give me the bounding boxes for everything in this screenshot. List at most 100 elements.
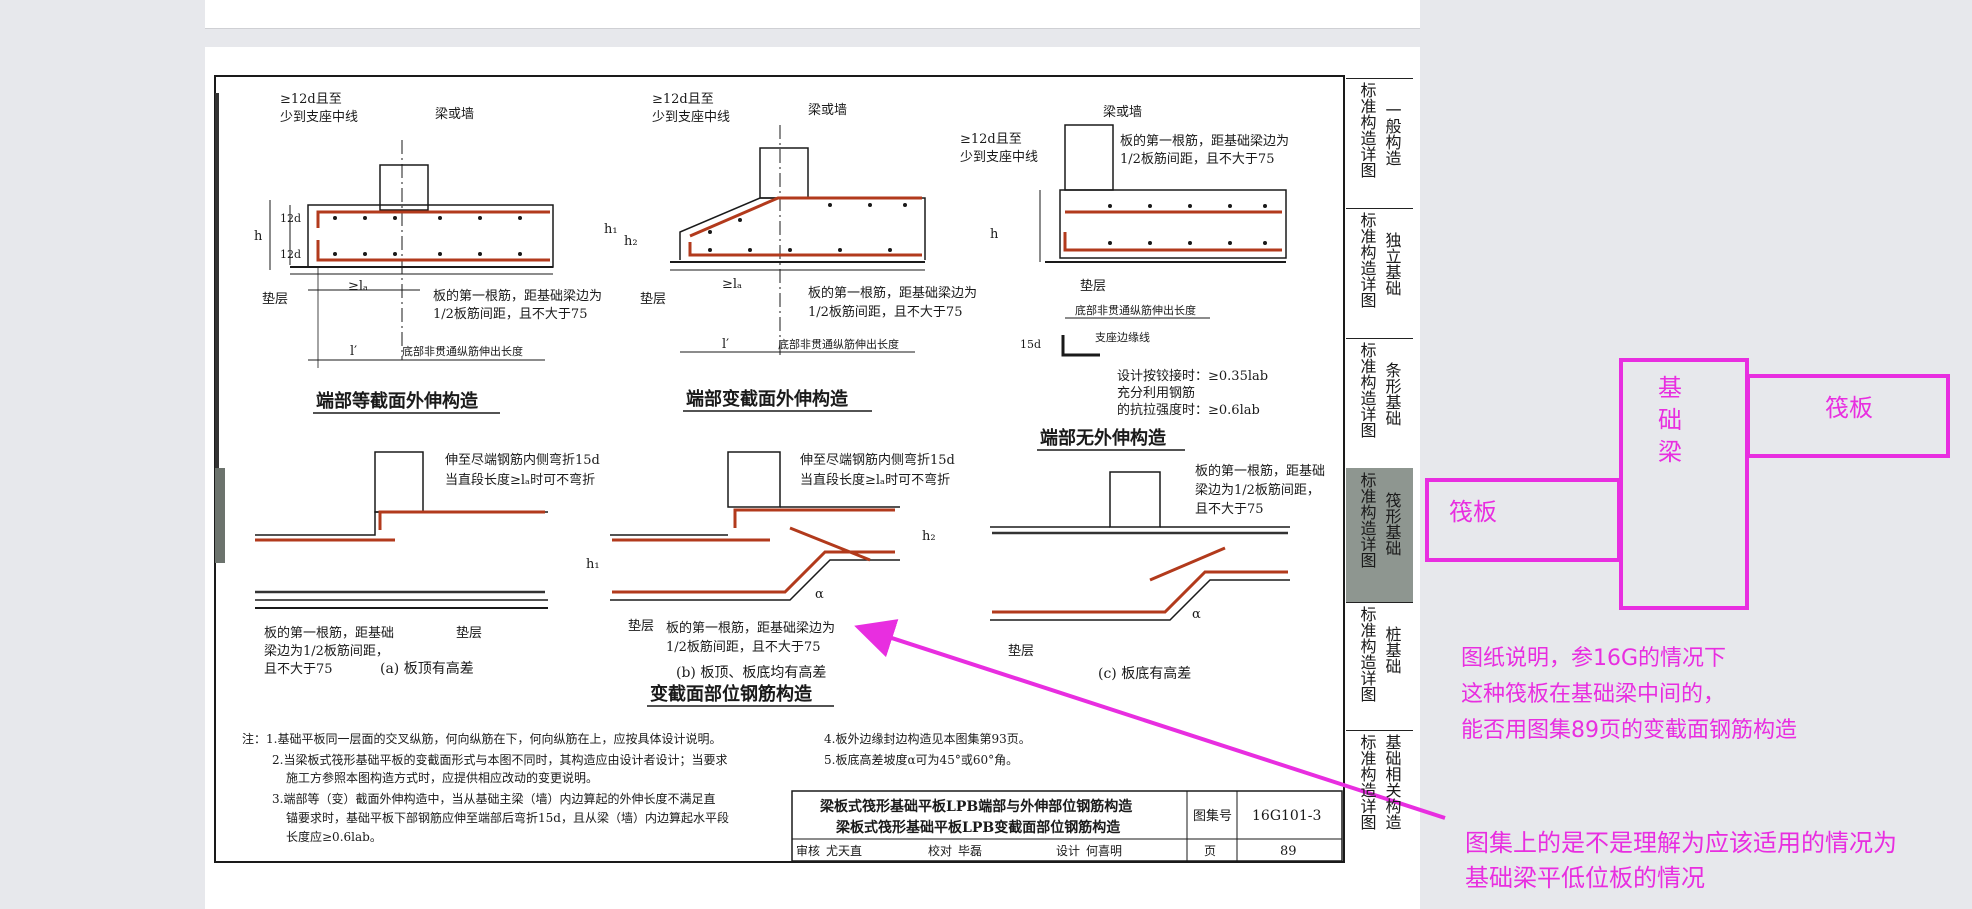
note-4: 4.板外边缘封边构造见本图集第93页。 <box>824 731 1031 746</box>
label-cushion: 垫层 <box>262 291 288 307</box>
tab-general-col2: 一般构造 <box>1382 102 1402 166</box>
detail-equal-section: h 12d 12d ≥12d且至 少到支座中线 梁或墙 垫层 ≥lₐ 板的第一根… <box>254 92 602 414</box>
design-name: 何喜明 <box>1086 844 1122 858</box>
tab-raft-foundation[interactable]: 标准构造详图 筏形基础 <box>1346 468 1413 602</box>
label-beam-or-wall-c: 梁或墙 <box>1103 105 1142 120</box>
previous-page-edge <box>205 0 1420 29</box>
label-alpha-b: α <box>815 587 824 602</box>
label-support-edge: 支座边缘线 <box>1095 330 1150 344</box>
note-5: 5.板底高差坡度α可为45°或60°角。 <box>824 752 1018 767</box>
label-lprime-v: l′ <box>722 337 729 352</box>
label-first-bar-c2: 1/2板筋间距，且不大于75 <box>1120 151 1274 167</box>
detail-no-extension: h 梁或墙 ≥12d且至 少到支座中线 板的第一根筋，距基础梁边为 1/2板筋间… <box>960 105 1289 451</box>
tab-pile-foundation[interactable]: 标准构造详图 桩基础 <box>1346 606 1413 728</box>
tab-raft-col2: 筏形基础 <box>1382 492 1402 556</box>
tab-independent-col1: 标准构造详图 <box>1357 212 1377 308</box>
question2-line-2: 基础梁平低位板的情况 <box>1465 864 1705 892</box>
tab-related-structure[interactable]: 标准构造详图 基础相关构造 <box>1346 734 1413 850</box>
title-equal-section: 端部等截面外伸构造 <box>316 390 478 412</box>
label-cushion-v: 垫层 <box>640 291 666 307</box>
title-variable-rebar: 变截面部位钢筋构造 <box>650 683 812 705</box>
question2-line-1: 图集上的是不是理解为应该适用的情况为 <box>1465 829 1897 857</box>
review-name: 尤天直 <box>826 844 862 858</box>
label-design-hinge: 设计按铰接时：≥0.35lab <box>1117 368 1268 384</box>
label-full-use-1: 充分利用钢筋 <box>1117 385 1195 401</box>
label-cushion-c2: 垫层 <box>1008 643 1034 659</box>
label-first-bar-c: 板的第一根筋，距基础梁边为 <box>1120 133 1289 149</box>
note-3b: 锚要求时，基础平板下部钢筋应伸至端部后弯折15d，且从梁（墙）内边算起水平段 <box>286 810 729 825</box>
question-line-3: 能否用图集89页的变截面钢筋构造 <box>1461 718 1797 743</box>
label-alpha-c: α <box>1192 607 1201 622</box>
tab-strip-col2: 条形基础 <box>1382 362 1402 426</box>
label-bottom-extend: 底部非贯通纵筋伸出长度 <box>402 344 523 358</box>
tab-general-col1: 标准构造详图 <box>1357 82 1377 178</box>
label-h2-b: h₂ <box>922 529 936 544</box>
annotation-arrow <box>854 619 1446 820</box>
raft-left-box <box>1425 478 1621 562</box>
label-h-c: h <box>990 227 999 242</box>
label-first-bar-b1: 板的第一根筋，距基础梁边为 <box>666 620 835 636</box>
label-cushion-a: 垫层 <box>456 625 482 641</box>
raft-left-label: 筏板 <box>1449 498 1497 526</box>
page-label: 页 <box>1204 844 1216 858</box>
label-bend-a1: 伸至尽端钢筋内侧弯折15d <box>445 452 600 468</box>
label-bend-b1: 伸至尽端钢筋内侧弯折15d <box>800 452 955 468</box>
label-first-bar-a1: 板的第一根筋，距基础 <box>264 625 394 641</box>
title-block-line2: 梁板式筏形基础平板LPB变截面部位钢筋构造 <box>835 819 1120 836</box>
review-label: 审核 <box>796 843 820 858</box>
label-ge12d-c2: 少到支座中线 <box>960 150 1038 165</box>
label-bottom-extend-c: 底部非贯通纵筋伸出长度 <box>1075 303 1196 317</box>
question-line-1: 图纸说明，参16G的情况下 <box>1461 646 1727 671</box>
label-15d: 15d <box>1020 338 1041 351</box>
label-first-bar-cc1: 板的第一根筋，距基础 <box>1195 463 1325 479</box>
page-number: 89 <box>1280 844 1297 859</box>
label-first-bar-2: 1/2板筋间距，且不大于75 <box>433 306 587 322</box>
label-la: ≥lₐ <box>348 279 368 294</box>
label-full-use-2: 的抗拉强度时：≥0.6lab <box>1117 402 1260 418</box>
chapter-sidebar: 标准构造详图 一般构造 标准构造详图 独立基础 标准构造详图 条形基础 标准构造… <box>1346 78 1413 852</box>
label-beam-or-wall-v: 梁或墙 <box>808 103 847 118</box>
tab-independent-col2: 独立基础 <box>1382 232 1402 296</box>
annotation-shapes <box>854 358 1950 820</box>
raft-right-label: 筏板 <box>1825 394 1873 422</box>
label-beam-or-wall: 梁或墙 <box>435 107 474 122</box>
label-ge12d-c: ≥12d且至 <box>960 132 1022 147</box>
label-first-bar-a2: 梁边为1/2板筋间距， <box>264 643 389 659</box>
left-binding-mark <box>215 468 225 563</box>
tab-pile-col2: 桩基础 <box>1382 626 1402 674</box>
tab-strip-col1: 标准构造详图 <box>1357 342 1377 438</box>
title-variable-section: 端部变截面外伸构造 <box>686 388 848 410</box>
label-first-bar-a3: 且不大于75 <box>264 662 333 677</box>
tab-independent-foundation[interactable]: 标准构造详图 独立基础 <box>1346 212 1413 334</box>
label-cushion-b: 垫层 <box>628 618 654 634</box>
tab-general[interactable]: 标准构造详图 一般构造 <box>1346 82 1413 204</box>
atlas-label: 图集号 <box>1193 808 1232 824</box>
notes-block: 注：1.基础平板同一层面的交叉纵筋，何向纵筋在下，何向纵筋在上，应按具体设计说明… <box>242 731 1031 844</box>
label-12d-b: 12d <box>280 248 301 261</box>
label-12d: 12d <box>280 212 301 225</box>
note-1: 注：1.基础平板同一层面的交叉纵筋，何向纵筋在下，何向纵筋在上，应按具体设计说明… <box>242 731 721 746</box>
label-bottom-extend-v: 底部非贯通纵筋伸出长度 <box>778 337 899 351</box>
caption-case-a: (a) 板顶有高差 <box>380 660 474 677</box>
detail-case-a: 板的第一根筋，距基础 梁边为1/2板筋间距， 且不大于75 垫层 (a) 板顶有… <box>255 451 600 677</box>
label-first-bar-b2: 1/2板筋间距，且不大于75 <box>666 639 820 655</box>
question-line-2: 这种筏板在基础梁中间的， <box>1461 682 1726 707</box>
raft-right-box <box>1746 374 1950 458</box>
label-first-bar-v2: 1/2板筋间距，且不大于75 <box>808 304 962 320</box>
label-ge12d-2: 少到支座中线 <box>280 110 358 125</box>
detail-case-b: h₁ h₂ 垫层 板的第一根筋，距基础梁边为 1/2板筋间距，且不大于75 (b… <box>586 451 955 707</box>
title-no-extension: 端部无外伸构造 <box>1040 427 1166 449</box>
caption-case-c: (c) 板底有高差 <box>1098 665 1191 682</box>
check-label: 校对 <box>928 843 952 858</box>
tab-strip-foundation[interactable]: 标准构造详图 条形基础 <box>1346 342 1413 464</box>
label-h1-b: h₁ <box>586 557 600 572</box>
label-ge12d: ≥12d且至 <box>280 92 342 107</box>
label-lprime: l′ <box>350 344 357 359</box>
caption-case-b: (b) 板顶、板底均有高差 <box>676 664 826 681</box>
note-3c: 长度应≥0.6lab。 <box>286 829 382 844</box>
tab-raft-col1: 标准构造详图 <box>1357 472 1377 568</box>
label-first-bar-v: 板的第一根筋，距基础梁边为 <box>808 285 977 301</box>
detail-variable-section: ≥12d且至 少到支座中线 梁或墙 h₁ h₂ 垫层 ≥lₐ 板的第一根筋，距基… <box>604 92 977 412</box>
label-h2: h₂ <box>624 234 638 249</box>
